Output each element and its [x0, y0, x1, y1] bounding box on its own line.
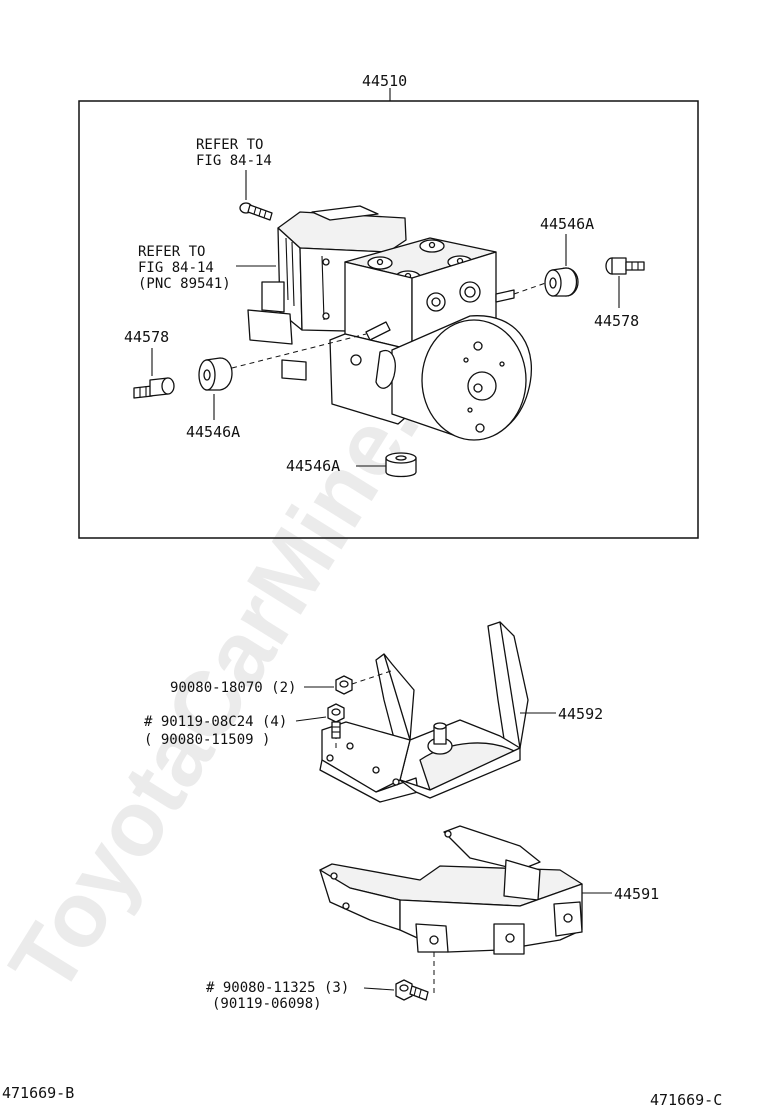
footer-ref-left: 471669-B [2, 1084, 74, 1102]
label-refer2-line1: REFER TO [138, 244, 205, 260]
label-bolt-right: 44578 [594, 312, 639, 330]
bracket-upper [319, 621, 529, 803]
label-bracket-bolt-line2: ( 90080-11509 ) [144, 732, 270, 748]
label-cushion-top-right: 44546A [540, 215, 594, 233]
leader-lower-bolt [363, 987, 395, 991]
bracket-lower [319, 825, 583, 955]
small-bolt-top [239, 202, 273, 221]
label-bracket-lower: 44591 [614, 885, 659, 903]
label-lower-bolt-line1: # 90080-11325 (3) [206, 980, 349, 996]
nut [335, 675, 353, 695]
cushion-left [198, 357, 233, 391]
label-refer1-line1: REFER TO [196, 137, 263, 153]
label-44510: 44510 [362, 72, 407, 90]
footer-ref-right: 471669-C [650, 1091, 722, 1109]
label-bracket-upper: 44592 [558, 705, 603, 723]
mount-line-nut [351, 669, 395, 685]
leader-bracket-bolt [295, 716, 327, 722]
bolt-left [133, 377, 175, 399]
abs-actuator [247, 205, 532, 441]
label-cushion-bottom: 44546A [286, 457, 340, 475]
bolt-right [605, 257, 645, 275]
label-cushion-left: 44546A [186, 423, 240, 441]
cushion-top-right [544, 267, 579, 297]
cushion-bottom [385, 452, 417, 478]
assembly-frame [78, 100, 699, 539]
label-lower-bolt-line2: (90119-06098) [212, 996, 322, 1012]
label-refer1-line2: FIG 84-14 [196, 153, 272, 169]
label-refer2-line3: (PNC 89541) [138, 276, 231, 292]
label-refer2-line2: FIG 84-14 [138, 260, 214, 276]
label-bolt-left: 44578 [124, 328, 169, 346]
label-bracket-bolt-line1: # 90119-08C24 (4) [144, 714, 287, 730]
lower-bolt [395, 979, 429, 1001]
label-nut: 90080-18070 (2) [170, 680, 296, 696]
bracket-bolt [327, 703, 345, 739]
